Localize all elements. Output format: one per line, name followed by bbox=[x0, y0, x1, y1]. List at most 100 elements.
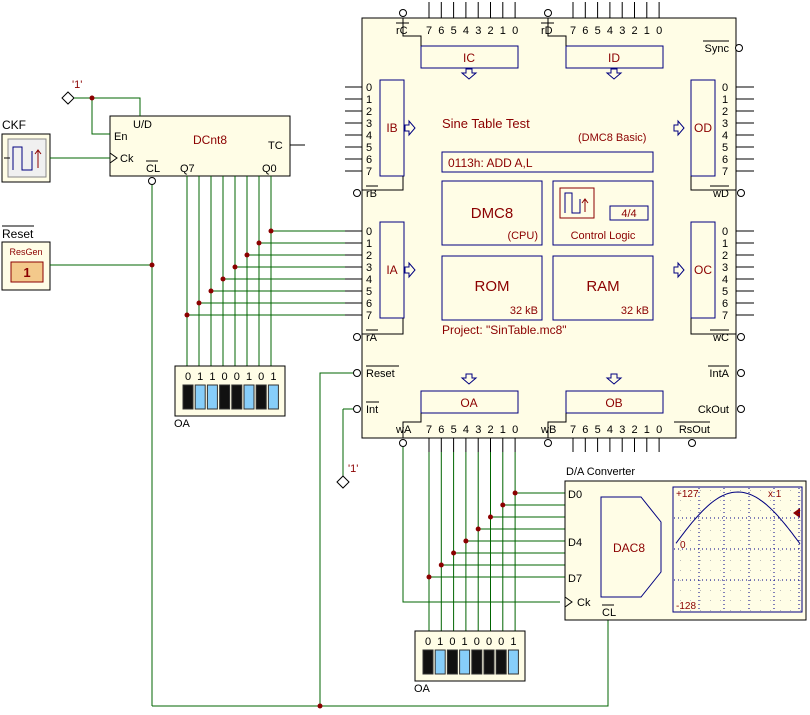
reset-button bbox=[10, 261, 44, 283]
port-ia[interactable]: IA bbox=[379, 221, 416, 319]
od-bit-label: 1 bbox=[722, 94, 728, 106]
display-digit: 1 bbox=[197, 371, 203, 383]
od-bit-label: 7 bbox=[722, 166, 728, 178]
dac-title: D/A Converter bbox=[566, 466, 635, 478]
waveform-trace bbox=[675, 491, 801, 545]
display1-label: OA bbox=[174, 418, 191, 430]
constant-one-label: '1' bbox=[72, 79, 82, 91]
ram-size: 32 kB bbox=[621, 305, 649, 317]
od-bit-label: 2 bbox=[722, 106, 728, 118]
svg-text:OC: OC bbox=[694, 263, 712, 277]
instruction-text: 0113h: ADD A,L bbox=[448, 156, 533, 170]
port-ib[interactable]: IB bbox=[379, 79, 416, 177]
constant-diamond-icon bbox=[336, 475, 350, 489]
display-digit: 0 bbox=[425, 636, 431, 648]
top-ic-bit-label: 1 bbox=[500, 25, 506, 37]
top-id-bit-label: 5 bbox=[595, 25, 601, 37]
arrow-right-icon bbox=[673, 119, 685, 137]
display-segment bbox=[231, 384, 243, 410]
svg-text:D4: D4 bbox=[568, 537, 582, 549]
control-logic-block[interactable]: 4/4 Control Logic bbox=[552, 180, 654, 246]
pin-wa: wA bbox=[395, 424, 412, 436]
bottom-oa-bit-label: 3 bbox=[475, 424, 481, 436]
pin-bubble bbox=[737, 333, 745, 341]
svg-text:ID: ID bbox=[608, 51, 620, 65]
rom-block[interactable]: ROM 32 kB bbox=[441, 255, 543, 321]
display-segment bbox=[206, 384, 218, 410]
port-ic[interactable]: IC bbox=[420, 45, 519, 80]
junction-dot bbox=[149, 262, 155, 268]
dac-name: DAC8 bbox=[613, 541, 645, 555]
junction-dot bbox=[196, 300, 202, 306]
junction-dot bbox=[438, 562, 444, 568]
ib-bit-label: 4 bbox=[366, 130, 372, 142]
ib-bit-label: 5 bbox=[366, 142, 372, 154]
ia-bit-label: 1 bbox=[366, 238, 372, 250]
pin-bubble bbox=[353, 369, 361, 377]
svg-text:OA: OA bbox=[460, 396, 477, 410]
display-digit: 1 bbox=[437, 636, 443, 648]
top-ic-bit-label: 7 bbox=[426, 25, 432, 37]
clock-source-ckf[interactable] bbox=[1, 133, 51, 183]
constant-diamond-icon bbox=[61, 91, 75, 105]
ram-block[interactable]: RAM 32 kB bbox=[552, 255, 654, 321]
junction-dot bbox=[208, 288, 214, 294]
od-bit-label: 4 bbox=[722, 130, 728, 142]
display-segment bbox=[243, 384, 255, 410]
counter-dcnt8[interactable]: DCnt8 En U/D Ck TC CL Q7 Q0 bbox=[109, 115, 291, 177]
port-oc[interactable]: OC bbox=[673, 221, 716, 319]
svg-text:CL: CL bbox=[602, 607, 616, 619]
svg-text:D0: D0 bbox=[568, 489, 582, 501]
pin-rd: rD bbox=[541, 25, 553, 37]
pin-bubble bbox=[353, 405, 361, 413]
svg-text:x 1: x 1 bbox=[768, 489, 782, 500]
oc-bit-label: 3 bbox=[722, 262, 728, 274]
svg-text:D7: D7 bbox=[568, 573, 582, 585]
ia-bit-label: 6 bbox=[366, 298, 372, 310]
junction-dot bbox=[475, 526, 481, 532]
top-ic-bit-label: 3 bbox=[475, 25, 481, 37]
top-id-bit-label: 7 bbox=[570, 25, 576, 37]
svg-text:ResGen: ResGen bbox=[9, 247, 42, 257]
panel-subtitle: (DMC8 Basic) bbox=[578, 132, 646, 144]
bottom-ob-bit-label: 1 bbox=[644, 424, 650, 436]
pin-ra: rA bbox=[366, 332, 378, 344]
bottom-oa-bit-label: 0 bbox=[512, 424, 518, 436]
arrow-right-icon bbox=[404, 261, 416, 279]
od-bit-label: 0 bbox=[722, 82, 728, 94]
pin-bubble bbox=[735, 44, 743, 52]
ia-bit-label: 3 bbox=[366, 262, 372, 274]
oc-bit-label: 6 bbox=[722, 298, 728, 310]
top-ic-bit-label: 0 bbox=[512, 25, 518, 37]
cpu-block[interactable]: DMC8 (CPU) bbox=[441, 180, 543, 246]
bottom-ob-bit-label: 5 bbox=[595, 424, 601, 436]
reset-generator[interactable]: ResGen 1 bbox=[1, 241, 51, 291]
port-od[interactable]: OD bbox=[673, 79, 716, 177]
port-ob[interactable]: OB bbox=[565, 373, 664, 414]
top-id-bit-label: 6 bbox=[582, 25, 588, 37]
junction-dot bbox=[268, 228, 274, 234]
pin-bubble bbox=[737, 405, 745, 413]
port-id[interactable]: ID bbox=[565, 45, 664, 80]
pin-bubble bbox=[399, 9, 407, 17]
arrow-right-icon bbox=[673, 261, 685, 279]
oc-bit-label: 0 bbox=[722, 226, 728, 238]
svg-text:U/D: U/D bbox=[133, 119, 152, 131]
display-digit: 1 bbox=[209, 371, 215, 383]
bottom-oa-bit-label: 6 bbox=[438, 424, 444, 436]
pin-bubble bbox=[544, 439, 552, 447]
arrow-down-icon bbox=[460, 68, 478, 80]
bottom-ob-bit-label: 7 bbox=[570, 424, 576, 436]
bottom-ob-bit-label: 2 bbox=[632, 424, 638, 436]
dmc8-system-panel[interactable] bbox=[361, 17, 737, 439]
bottom-oa-bit-label: 5 bbox=[451, 424, 457, 436]
svg-text:Q0: Q0 bbox=[262, 163, 277, 175]
port-oa[interactable]: OA bbox=[420, 373, 519, 414]
svg-text:IA: IA bbox=[386, 263, 397, 277]
display-digit: 0 bbox=[222, 371, 228, 383]
junction-dot bbox=[512, 490, 518, 496]
junction-dot bbox=[89, 95, 95, 101]
top-id-bit-label: 1 bbox=[644, 25, 650, 37]
